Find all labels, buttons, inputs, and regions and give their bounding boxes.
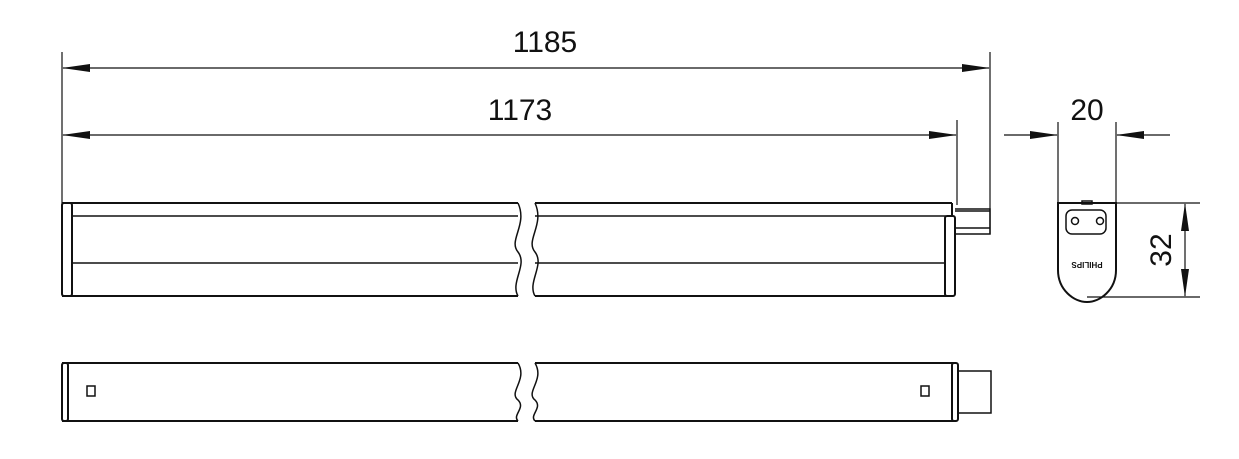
front-view [61, 202, 991, 297]
connector [957, 370, 992, 414]
dimension-height: 32 [1087, 202, 1200, 298]
dimension-body-length: 1173 [62, 94, 958, 205]
mounting-hole [920, 385, 930, 397]
body-length-label: 1173 [488, 94, 553, 127]
height-label: 32 [1145, 233, 1178, 266]
bottom-view [61, 362, 992, 422]
overall-length-label: 1185 [513, 26, 578, 59]
width-label: 20 [1070, 94, 1103, 127]
dimension-overall-length: 1185 [61, 26, 991, 234]
brand-logo: PHILIPS [1071, 260, 1103, 269]
end-view: PHILIPS [1057, 200, 1117, 304]
dimension-width: 20 [1004, 94, 1170, 203]
socket [1065, 209, 1107, 235]
mounting-hole [86, 385, 96, 397]
